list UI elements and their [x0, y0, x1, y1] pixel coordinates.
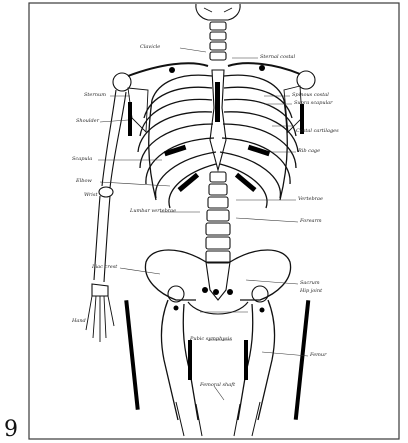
label: Shoulder: [76, 118, 100, 124]
marker: [244, 340, 248, 380]
label: Forearm: [299, 218, 322, 224]
label: Lumbar vertebrae: [129, 208, 176, 214]
label: Sternum: [84, 92, 106, 98]
label: Costal cartilages: [296, 128, 339, 134]
marker: [260, 308, 265, 313]
label: Hip joint: [299, 288, 323, 294]
label: Femoral shaft: [199, 382, 236, 388]
marker: [202, 287, 208, 293]
marker: [188, 340, 192, 380]
label: Pubic symphysis: [189, 336, 232, 342]
label: Spinous costal: [292, 92, 329, 98]
label: Rib cage: [297, 148, 320, 154]
marker: [213, 289, 219, 295]
label: Sternal costal: [260, 54, 296, 60]
label: Scapula: [72, 156, 92, 162]
label: Vertebrae: [298, 196, 323, 202]
label: Hand: [71, 318, 86, 324]
label: Sacrum: [300, 280, 320, 286]
marker: [169, 67, 175, 73]
marker: [227, 289, 233, 295]
label: Iliac crest: [91, 264, 118, 270]
marker: [215, 82, 220, 122]
page-number: 9: [4, 417, 18, 442]
marker: [128, 102, 132, 136]
label: Wrist: [84, 192, 98, 198]
marker: [259, 65, 265, 71]
label: Clavicle: [140, 44, 160, 50]
label: Elbow: [75, 178, 92, 184]
label: Femur: [309, 352, 327, 358]
label: Supra scapular: [294, 100, 333, 106]
marker: [174, 306, 179, 311]
